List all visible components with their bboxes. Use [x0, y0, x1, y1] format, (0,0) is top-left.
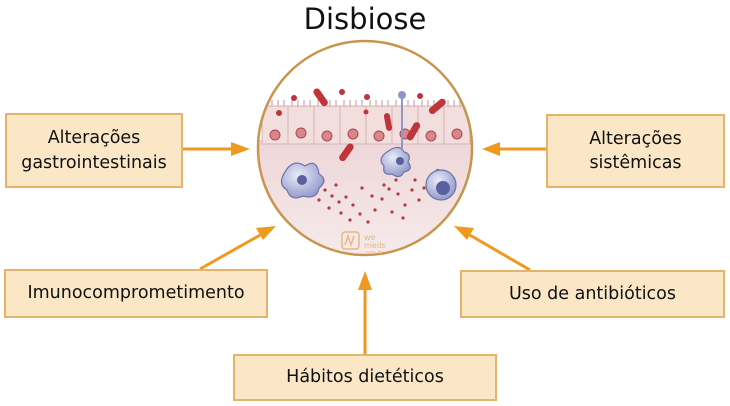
- box-immunocompromise: Imunocomprometimento: [4, 269, 268, 318]
- box-antibiotic-use: Uso de antibióticos: [460, 270, 725, 318]
- arrow-imuno: [199, 226, 276, 271]
- wemeds-logo: we meds .com.br: [341, 231, 386, 256]
- logo-text-domain: .com.br: [364, 250, 384, 256]
- box-systemic-changes: Alterações sistêmicas: [546, 114, 725, 188]
- box-gastrointestinal-changes: Alterações gastrointestinais: [5, 113, 183, 188]
- page-title: Disbiose: [303, 2, 427, 36]
- logo-text-meds: meds: [364, 241, 386, 250]
- arrow-gastro: [183, 142, 250, 156]
- logo-text-we: we: [364, 233, 376, 242]
- box-dietary-habits: Hábitos dietéticos: [233, 354, 497, 401]
- arrow-antibioticos: [454, 226, 531, 272]
- arrow-habitos: [358, 271, 372, 354]
- gut-illustration: [258, 41, 472, 255]
- illustration-frame: [256, 39, 474, 257]
- arrow-sistemicas: [482, 142, 546, 156]
